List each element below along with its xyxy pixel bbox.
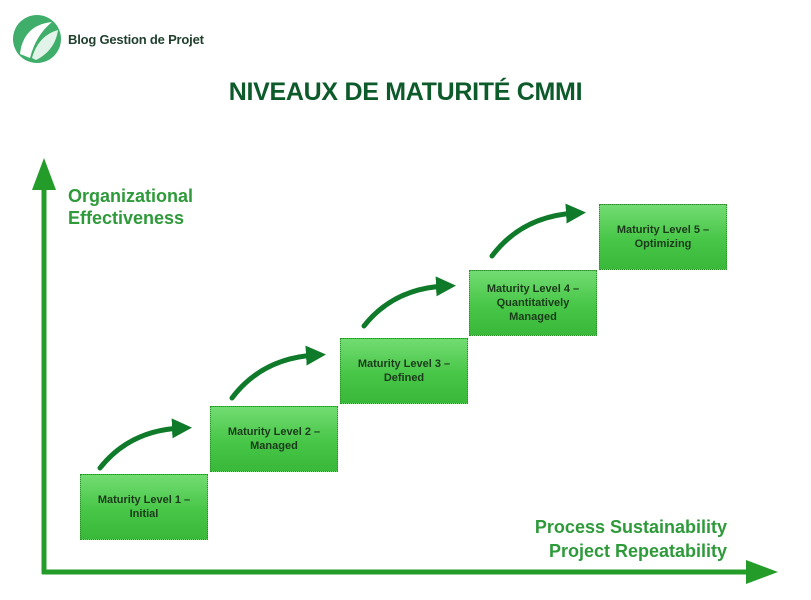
x-axis-label-line2: Project Repeatability [548, 541, 727, 561]
level-4-name-line1: Quantitatively [496, 297, 570, 309]
x-axis-label: Process Sustainability Project Repeatabi… [535, 515, 727, 563]
y-axis-label-line2: Effectiveness [68, 208, 185, 228]
brand: Blog Gestion de Projet [12, 14, 204, 64]
level-3-name: Defined [383, 372, 425, 384]
y-axis-label-line1: Organizational [68, 186, 194, 206]
progress-arrow-4 [489, 203, 586, 259]
x-axis-label-line1: Process Sustainability [534, 517, 727, 537]
level-2-name: Managed [250, 440, 298, 452]
y-axis-arrowhead [32, 158, 56, 190]
x-axis-arrowhead [746, 560, 778, 584]
maturity-level-3-box: Maturity Level 3 – Defined [340, 338, 468, 404]
leaf-logo-icon [13, 15, 61, 63]
level-5-name: Optimizing [634, 238, 692, 250]
progress-arrow-1 [97, 418, 192, 471]
level-1-title: Maturity Level 1 – [97, 494, 191, 506]
level-1-name: Initial [129, 508, 159, 520]
maturity-level-2-box: Maturity Level 2 – Managed [210, 406, 338, 472]
level-2-title: Maturity Level 2 – [227, 426, 321, 438]
brand-name: Blog Gestion de Projet [68, 31, 204, 47]
y-axis-label: Organizational Effectiveness [68, 185, 193, 229]
level-4-title: Maturity Level 4 – [486, 283, 580, 295]
maturity-level-5-box: Maturity Level 5 – Optimizing [599, 204, 727, 270]
progress-arrow-3 [361, 276, 456, 329]
level-4-name-line2: Managed [509, 311, 557, 323]
maturity-level-4-box: Maturity Level 4 – Quantitatively Manage… [469, 270, 597, 336]
level-5-title: Maturity Level 5 – [616, 224, 710, 236]
progress-arrow-2 [229, 345, 326, 401]
level-3-title: Maturity Level 3 – [357, 358, 451, 370]
maturity-level-1-box: Maturity Level 1 – Initial [80, 474, 208, 540]
page-title: NIVEAUX DE MATURITÉ CMMI [228, 78, 583, 106]
